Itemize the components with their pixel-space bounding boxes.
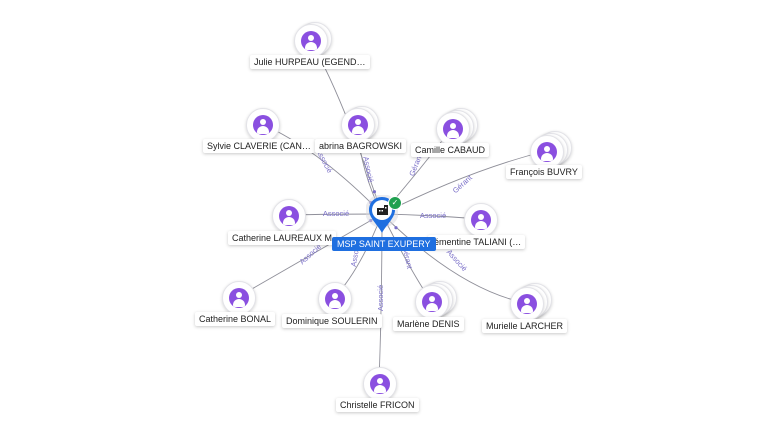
person-node-clementine[interactable] [462,201,502,241]
edge-francois [381,150,547,215]
person-icon [279,206,299,226]
edge-label-christelle: Associé [376,285,385,311]
person-icon [325,289,345,309]
edge-label-sabrina: Associé [361,156,375,184]
edge-christelle [378,213,383,384]
person-label-julie[interactable]: Julie HURPEAU (EGEND… [250,55,370,69]
person-label-camille[interactable]: Camille CABAUD [411,143,490,157]
person-label-christelle[interactable]: Christelle FRICON [336,398,419,412]
person-icon [253,115,273,135]
person-icon [443,119,463,139]
person-icon [301,31,321,51]
person-node-catherine_l[interactable] [270,197,310,237]
edge-arrow-julie [372,190,376,194]
person-node-julie[interactable] [292,22,332,62]
edge-label-murielle: Associé [445,248,469,274]
company-label[interactable]: MSP SAINT EXUPERY [332,237,436,251]
person-label-dominique[interactable]: Dominique SOULERIN [282,314,382,328]
person-icon [348,115,368,135]
edge-label-clementine: Associé [420,211,446,220]
person-label-catherine_b[interactable]: Catherine BONAL [195,312,276,326]
edge-label-catherine_b: Associé [298,242,324,266]
person-label-catherine_l[interactable]: Catherine LAUREAUX M [228,231,337,245]
person-node-sylvie[interactable] [244,106,284,146]
person-icon [229,288,249,308]
person-icon [422,292,442,312]
person-icon [370,374,390,394]
building-icon [377,205,388,215]
edge-arrow-murielle [394,226,398,230]
person-node-dominique[interactable] [316,280,356,320]
edge-catherine_b [237,213,383,298]
person-node-francois[interactable] [528,131,572,173]
person-label-francois[interactable]: François BUVRY [506,165,582,179]
person-icon [517,294,537,314]
person-label-marlene[interactable]: Marlène DENIS [393,317,464,331]
check-icon: ✓ [388,196,402,210]
person-node-catherine_b[interactable] [220,279,260,319]
person-node-marlene[interactable] [413,281,457,323]
person-label-murielle[interactable]: Murielle LARCHER [482,319,568,333]
person-node-christelle[interactable] [361,365,401,405]
edge-label-francois: Gérant [451,173,475,196]
edge-label-catherine_l: Associé [323,209,349,218]
person-node-camille[interactable] [434,108,478,150]
person-icon [471,210,491,230]
person-node-murielle[interactable] [508,283,552,325]
person-icon [537,142,557,162]
person-label-clementine[interactable]: lémentine TALIANI (… [428,235,526,249]
person-label-sabrina[interactable]: abrina BAGROWSKI [315,139,407,153]
person-label-sylvie[interactable]: Sylvie CLAVERIE (CAN… [203,139,315,153]
